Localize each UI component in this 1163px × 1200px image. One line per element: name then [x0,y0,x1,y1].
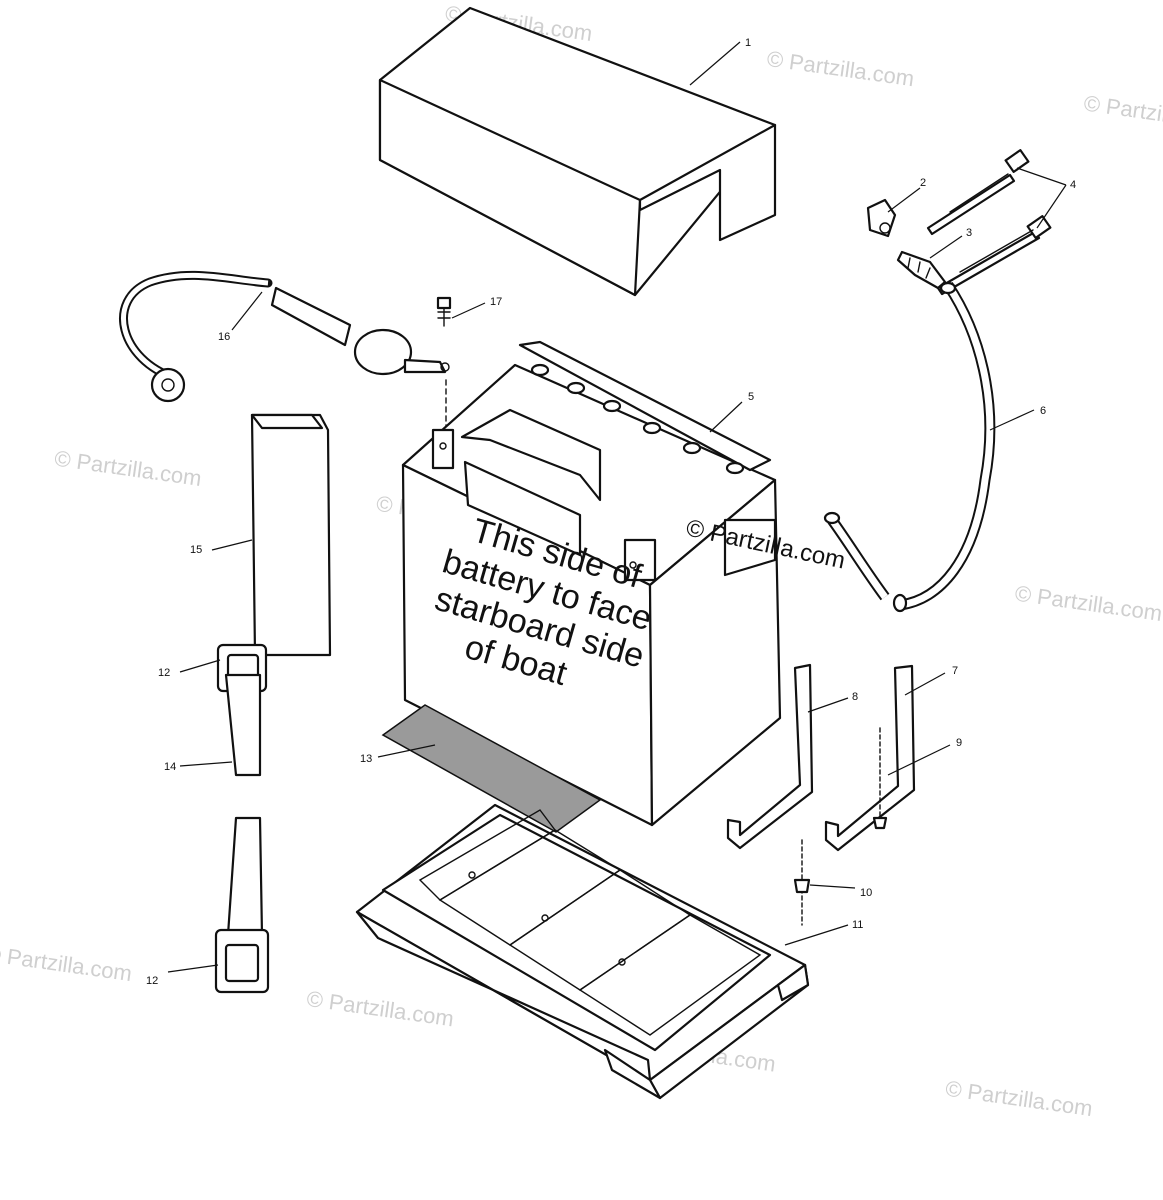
watermark: © Partzilla.com [122,0,272,1]
callout-13: 13 [360,753,372,765]
callout-12: 12 [146,975,158,987]
callout-14: 14 [164,761,176,773]
push-rivet [872,727,888,830]
hold-down-bracket-right [824,664,916,852]
callout-numbers: 1 2 3 4 5 6 7 8 9 10 11 12 14 12 13 15 1… [146,37,1076,987]
hold-down-bracket-left [726,663,814,850]
watermark: © Partzilla.com [53,446,203,491]
mounting-screw [936,215,1052,296]
callout-11: 11 [852,919,863,931]
callout-17: 17 [490,296,502,308]
mounting-screw [926,149,1030,236]
battery: This side of battery to face starboard s… [401,340,782,827]
watermark: © Partzilla.com [944,1076,1094,1121]
watermark: © Partzilla.com [0,941,134,986]
callout-4: 4 [1070,179,1076,191]
watermark: © Partzilla.com [1082,90,1163,135]
battery-terminal-negative [431,428,455,470]
callout-10: 10 [860,887,872,899]
battery-pad [250,413,332,657]
cable-fitting [896,250,947,290]
callout-3: 3 [966,227,972,239]
callout-7: 7 [952,665,958,677]
cable-boot [353,328,450,376]
terminal-bolt [436,296,452,441]
watermark: © Partzilla.com [305,986,455,1031]
battery-cable [119,270,450,403]
callout-8: 8 [852,691,858,703]
hold-down-strap-upper [216,643,268,777]
vent-tube [823,281,996,613]
callout-16: 16 [218,331,230,343]
callout-6: 6 [1040,405,1046,417]
battery-tray [355,803,810,1100]
battery-cell-caps [530,363,745,475]
callout-9: 9 [956,737,962,749]
callout-1: 1 [745,37,751,49]
battery-mat [381,704,602,833]
push-rivet [793,839,811,926]
callout-2: 2 [920,177,926,189]
battery-terminal-positive [623,538,657,582]
callout-15: 15 [190,544,202,556]
hold-down-strap-lower [214,816,270,994]
leader-lines [167,41,1067,973]
callout-5: 5 [748,391,754,403]
watermark: © Partzilla.com [1013,581,1163,626]
battery-note: This side of battery to face starboard s… [431,511,656,693]
watermark: © Partzilla.com [765,46,915,91]
cable-end-cap [866,198,897,238]
callout-12: 12 [158,667,170,679]
battery-cover [378,6,777,297]
